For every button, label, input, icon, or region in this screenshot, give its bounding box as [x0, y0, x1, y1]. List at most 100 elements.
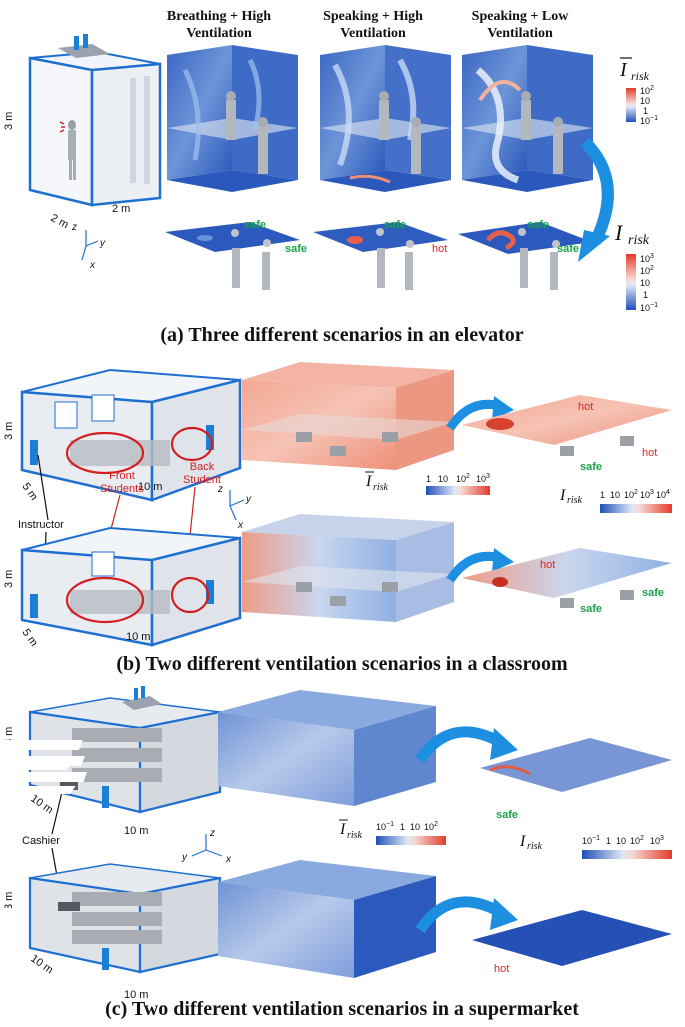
label-front: Front: [109, 470, 135, 482]
caption-a: (a) Three different scenarios in an elev…: [160, 324, 523, 346]
legend-inst-a-t2-exp: 2: [650, 265, 654, 272]
caption-c: (c) Two different ventilation scenarios …: [105, 998, 579, 1020]
legend-mean-b-t4: 10: [476, 474, 486, 484]
axis-x-c: x: [225, 854, 232, 865]
panel-a: 3 m 2 m 2 m z y x Breathing + High Venti…: [3, 9, 658, 346]
legend-mean-b-symbol: I: [365, 473, 372, 490]
legend-inst-b-t4-exp: 3: [650, 489, 654, 496]
legend-mean-c-t2: 10: [410, 822, 420, 832]
legend-mean-b-t2: 10: [438, 474, 448, 484]
legend-mean-b-t4-exp: 3: [486, 473, 490, 480]
caption-b: (b) Two different ventilation scenarios …: [116, 653, 568, 675]
legend-inst-c-t0-exp: −1: [592, 835, 600, 842]
dim-height-b1: 3 m: [3, 422, 15, 440]
legend-mean-c-t3: 10: [424, 822, 434, 832]
panel-b: 3 m 5 m 10 m Front Students Back Student…: [3, 362, 672, 675]
floor-label-c-safe: safe: [496, 809, 518, 821]
dim-width-b2: 10 m: [126, 631, 150, 643]
supermarket-floor-2: [472, 910, 672, 966]
legend-inst-b-t2: 10: [610, 490, 620, 500]
axis-y-a: y: [99, 238, 106, 249]
floor-label-b-safe2: safe: [580, 603, 602, 615]
legend-inst-b-t1: 1: [600, 490, 605, 500]
label-back: Back: [190, 461, 215, 473]
legend-mean-b-t3: 10: [456, 474, 466, 484]
scenario-3-line2: Ventilation: [487, 26, 553, 41]
svg-text:103: 103: [640, 253, 654, 264]
supermarket-schematic-2: [28, 863, 222, 974]
legend-inst-b-t3: 10: [624, 490, 634, 500]
axes-a: z y x: [71, 222, 106, 271]
legend-inst-c: I risk 10−1 1 10 102 103: [519, 833, 672, 859]
classroom-view-1: [242, 362, 454, 470]
legend-mean-a-bottom: 10: [640, 116, 650, 126]
svg-text:103: 103: [640, 489, 654, 500]
svg-text:10−1: 10−1: [640, 302, 658, 313]
legend-inst-c-t1: 1: [606, 836, 611, 846]
floor-label-a-3: safe: [384, 219, 406, 231]
legend-inst-c-t0: 10: [582, 836, 592, 846]
floor-label-b-hot1: hot: [578, 401, 593, 413]
dim-height-b2: 3 m: [3, 570, 15, 588]
legend-mean-c-t0-exp: −1: [386, 821, 394, 828]
elevator-floor-1: [165, 222, 300, 290]
label-back-2: Student: [183, 474, 221, 486]
legend-mean-a-top-exp: 2: [650, 85, 654, 92]
legend-mean-b-t3-exp: 2: [466, 473, 470, 480]
svg-text:10−1: 10−1: [376, 821, 394, 832]
dim-width-b1: 10 m: [138, 481, 162, 493]
axis-x-b: x: [237, 520, 244, 531]
supermarket-view-2: [0, 860, 436, 978]
legend-inst-c-t3-exp: 2: [640, 835, 644, 842]
scenario-1-line1: Breathing + High: [167, 9, 271, 24]
floor-label-a-1: safe: [244, 219, 266, 231]
svg-text:103: 103: [476, 473, 490, 484]
axis-y-b: y: [245, 494, 252, 505]
legend-mean-a-top: 10: [640, 86, 650, 96]
axis-y-c: y: [181, 852, 188, 863]
legend-mean-a-sub: risk: [631, 69, 650, 83]
floor-label-a-5: safe: [527, 219, 549, 231]
svg-text:102: 102: [624, 489, 638, 500]
supermarket-floor-1: [0, 738, 672, 794]
flow-arrow-c2: [415, 896, 503, 934]
legend-inst-b-sub: risk: [567, 495, 583, 506]
legend-inst-b-symbol: I: [559, 487, 566, 504]
flow-arrow-a: [580, 137, 614, 245]
axis-x-a: x: [89, 260, 96, 271]
label-instructor: Instructor: [18, 519, 64, 531]
dim-depth-c1: 10 m: [28, 793, 55, 817]
legend-mean-a-tick-10: 10: [640, 96, 650, 106]
legend-inst-b: I risk 1 10 102 103 104: [559, 487, 672, 513]
elevator-view-1: [167, 45, 298, 192]
dim-depth-b1: 5 m: [20, 481, 40, 503]
axis-z-a: z: [71, 222, 77, 233]
legend-mean-b: I risk 1 10 102 103: [365, 471, 490, 495]
legend-mean-c-t1: 1: [400, 822, 405, 832]
floor-label-b-hot2: hot: [642, 447, 657, 459]
axes-c: z y x: [181, 828, 232, 865]
scenario-2-line2: Ventilation: [340, 26, 406, 41]
legend-inst-c-t2: 10: [616, 836, 626, 846]
elevator-schematic: [28, 34, 162, 207]
supermarket-schematic-1: [28, 686, 222, 814]
panel-c: 3 m 10 m 10 m Cashier z y x 3 m 10 m 10 …: [0, 686, 672, 1020]
elevator-floor-3: [458, 222, 592, 290]
legend-mean-a-symbol: I: [619, 59, 628, 81]
dim-width-a: 2 m: [112, 203, 130, 215]
svg-text:102: 102: [456, 473, 470, 484]
legend-inst-b-t5-exp: 4: [666, 489, 670, 496]
legend-mean-b-sub: risk: [373, 482, 389, 493]
flow-arrow-b2-head: [492, 548, 514, 572]
dim-depth-c2: 10 m: [28, 953, 55, 977]
floor-label-a-4: hot: [432, 243, 447, 255]
legend-mean-a-bottom-exp: −1: [650, 115, 658, 122]
scenario-3-line1: Speaking + Low: [472, 9, 570, 24]
classroom-schematic-2: [20, 526, 242, 647]
legend-mean-c-symbol: I: [339, 821, 346, 838]
scenario-1-line2: Ventilation: [186, 26, 252, 41]
dim-height-c2: 3 m: [3, 892, 15, 910]
svg-text:10−1: 10−1: [582, 835, 600, 846]
legend-mean-a-tick-1: 1: [643, 106, 648, 116]
